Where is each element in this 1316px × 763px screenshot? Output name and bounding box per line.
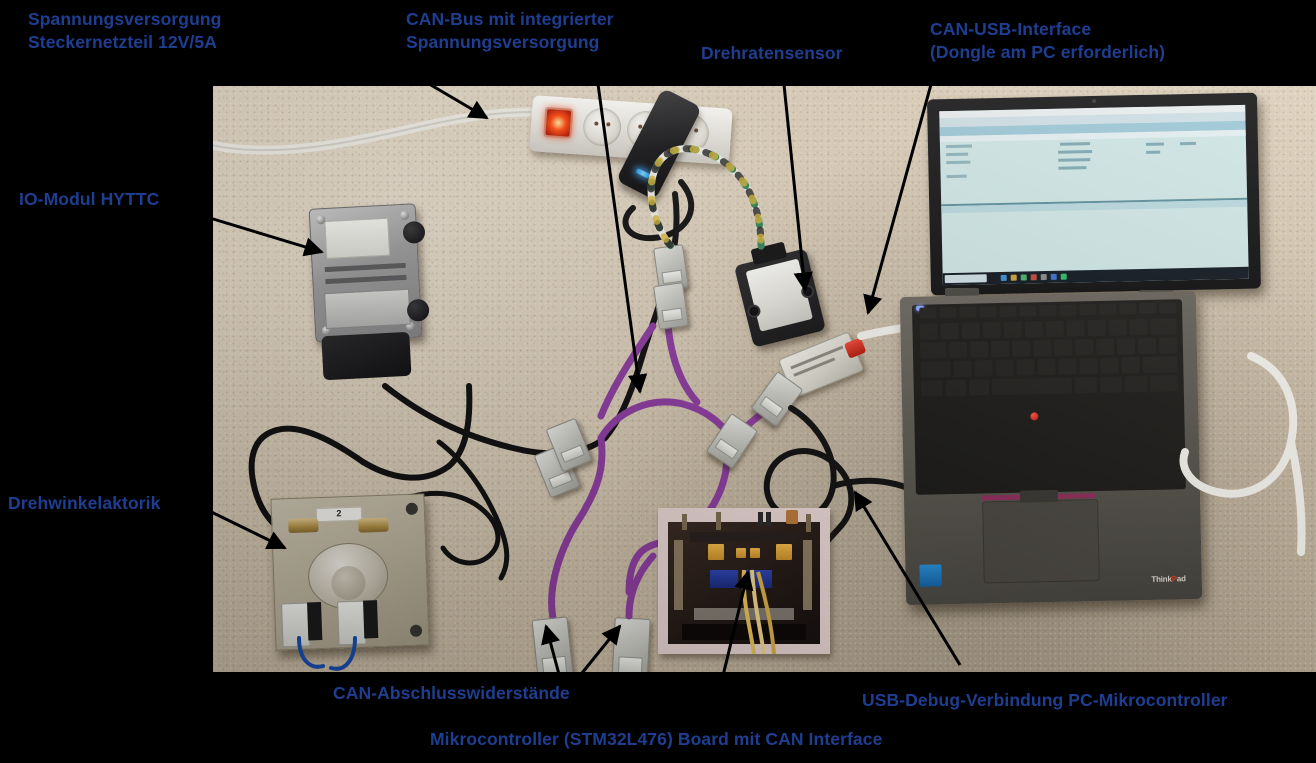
webcam [1092, 98, 1097, 104]
power-switch[interactable] [543, 106, 574, 139]
touchpad[interactable] [982, 499, 1100, 584]
valve-left [281, 602, 311, 648]
rotary-actuator: 2 [270, 493, 430, 651]
label-power-supply: Spannungsversorgung Steckernetzteil 12V/… [28, 9, 222, 53]
label-can-bus-power: CAN-Bus mit integrierter Spannungsversor… [406, 9, 614, 53]
plate-number: 2 [336, 508, 342, 519]
io-module-connector [321, 331, 412, 381]
keyboard [911, 299, 1186, 495]
db9-gyro-b [653, 282, 689, 330]
db9-terminator-right [611, 617, 651, 672]
valve-right [337, 600, 367, 646]
dongle-usb-tip [843, 337, 867, 359]
gyro-sensor [733, 241, 827, 348]
laptop-screen [939, 104, 1249, 286]
laptop-lid [926, 92, 1262, 296]
laptop: ThinkPad [899, 92, 1295, 656]
label-usb-debug: USB-Debug-Verbindung PC-Mikrocontroller [862, 690, 1228, 710]
io-module-label [324, 217, 391, 260]
laptop-taskbar [942, 266, 1249, 286]
label-io-module: IO-Modul HYTTC [19, 189, 160, 209]
power-led [915, 305, 925, 311]
label-can-terminators: CAN-Abschlusswiderstände [333, 683, 570, 703]
psu-led [635, 167, 651, 179]
label-gyro-sensor: Drehratensensor [701, 43, 843, 63]
laptop-base: ThinkPad [899, 290, 1203, 606]
label-can-usb-interface: CAN-USB-Interface (Dongle am PC erforder… [930, 19, 1166, 63]
db9-terminator-left [531, 616, 575, 672]
label-rotary-actuator: Drehwinkelaktorik [8, 493, 161, 513]
setup-photograph: 2 [213, 86, 1316, 672]
db9-node-right [705, 412, 759, 470]
thinkpad-logo: ThinkPad [1151, 574, 1186, 584]
io-module [308, 203, 430, 381]
intel-sticker [919, 564, 942, 587]
thinkpad-logo-accent: P [1171, 574, 1177, 584]
label-microcontroller: Mikrocontroller (STM32L476) Board mit CA… [430, 729, 883, 749]
plate-number-tag: 2 [315, 506, 363, 523]
socket-1 [581, 106, 623, 148]
mcu-board-photo [658, 508, 830, 654]
